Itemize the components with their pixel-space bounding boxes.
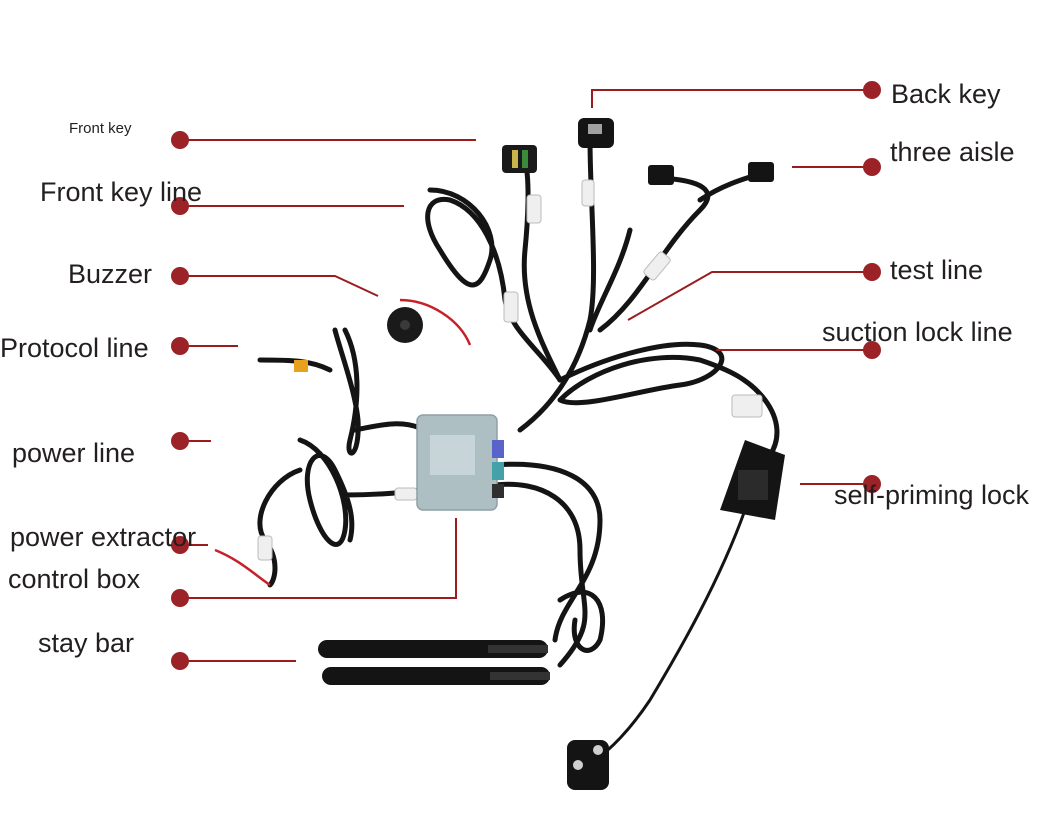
callout-dot-front-key-line — [171, 197, 189, 215]
callout-dot-power-extractor — [171, 536, 189, 554]
buzzer-red-wire — [399, 298, 472, 346]
label-stay-bar: stay bar — [38, 628, 135, 658]
power-extractor-cable — [257, 467, 303, 588]
label-back-key: Back key — [891, 79, 1001, 109]
leader-line-buzzer — [180, 275, 379, 297]
label-test-line: test line — [890, 255, 984, 285]
self-priming-cable — [762, 397, 780, 458]
label-protocol-line: Protocol line — [0, 333, 149, 363]
label-three-aisle: three aisle — [890, 137, 1015, 167]
three-aisle-connector-left — [648, 165, 674, 185]
self-priming-lock-body — [720, 440, 785, 520]
leader-line-back-key — [591, 89, 872, 108]
label-front-key: Front key — [69, 120, 132, 137]
label-control-box: control box — [8, 564, 141, 594]
label-power-line: power line — [12, 438, 136, 468]
power-extractor-red-wire — [214, 548, 271, 587]
label-suction-lock-line: suction lock line — [822, 317, 1013, 347]
callout-dot-stay-bar — [171, 652, 189, 670]
label-front-key-line: Front key line — [40, 177, 203, 207]
lock-release-rod — [593, 508, 747, 762]
label-self-priming-lock: self-priming lock — [834, 480, 1030, 510]
callout-dot-protocol-line — [171, 337, 189, 355]
callout-dot-suction-lock-line — [863, 341, 881, 359]
stay-bar-cable-upper — [492, 461, 603, 643]
callout-dot-self-priming-lock — [863, 475, 881, 493]
callout-dot-buzzer — [171, 267, 189, 285]
protocol-line-coil — [332, 327, 423, 456]
stay-bar-coil — [557, 589, 606, 653]
protocol-yellow-connector — [294, 360, 308, 372]
front-key-switch — [502, 145, 537, 173]
callout-dot-back-key — [863, 81, 881, 99]
lock-striker — [567, 740, 609, 790]
branch-cable-test — [587, 227, 633, 333]
stay-bar-cable-lower — [492, 481, 588, 668]
callout-dot-test-line — [863, 263, 881, 281]
callout-dot-three-aisle — [863, 158, 881, 176]
label-power-extractor: power extractor — [10, 522, 197, 552]
leader-line-control-box — [180, 518, 457, 599]
three-aisle-connector-right — [748, 162, 774, 182]
buzzer-device — [387, 307, 423, 343]
stay-bar-upper — [318, 640, 548, 658]
leader-line-test-line — [627, 271, 872, 321]
callout-dot-control-box — [171, 589, 189, 607]
suction-lock-coil — [557, 341, 768, 406]
callout-dot-front-key — [171, 131, 189, 149]
back-key-switch — [578, 118, 614, 148]
control-box-module — [416, 414, 504, 511]
callout-dot-power-line — [171, 432, 189, 450]
front-key-cable — [521, 157, 563, 383]
stay-bar-lower — [322, 667, 550, 685]
label-buzzer: Buzzer — [68, 259, 153, 289]
